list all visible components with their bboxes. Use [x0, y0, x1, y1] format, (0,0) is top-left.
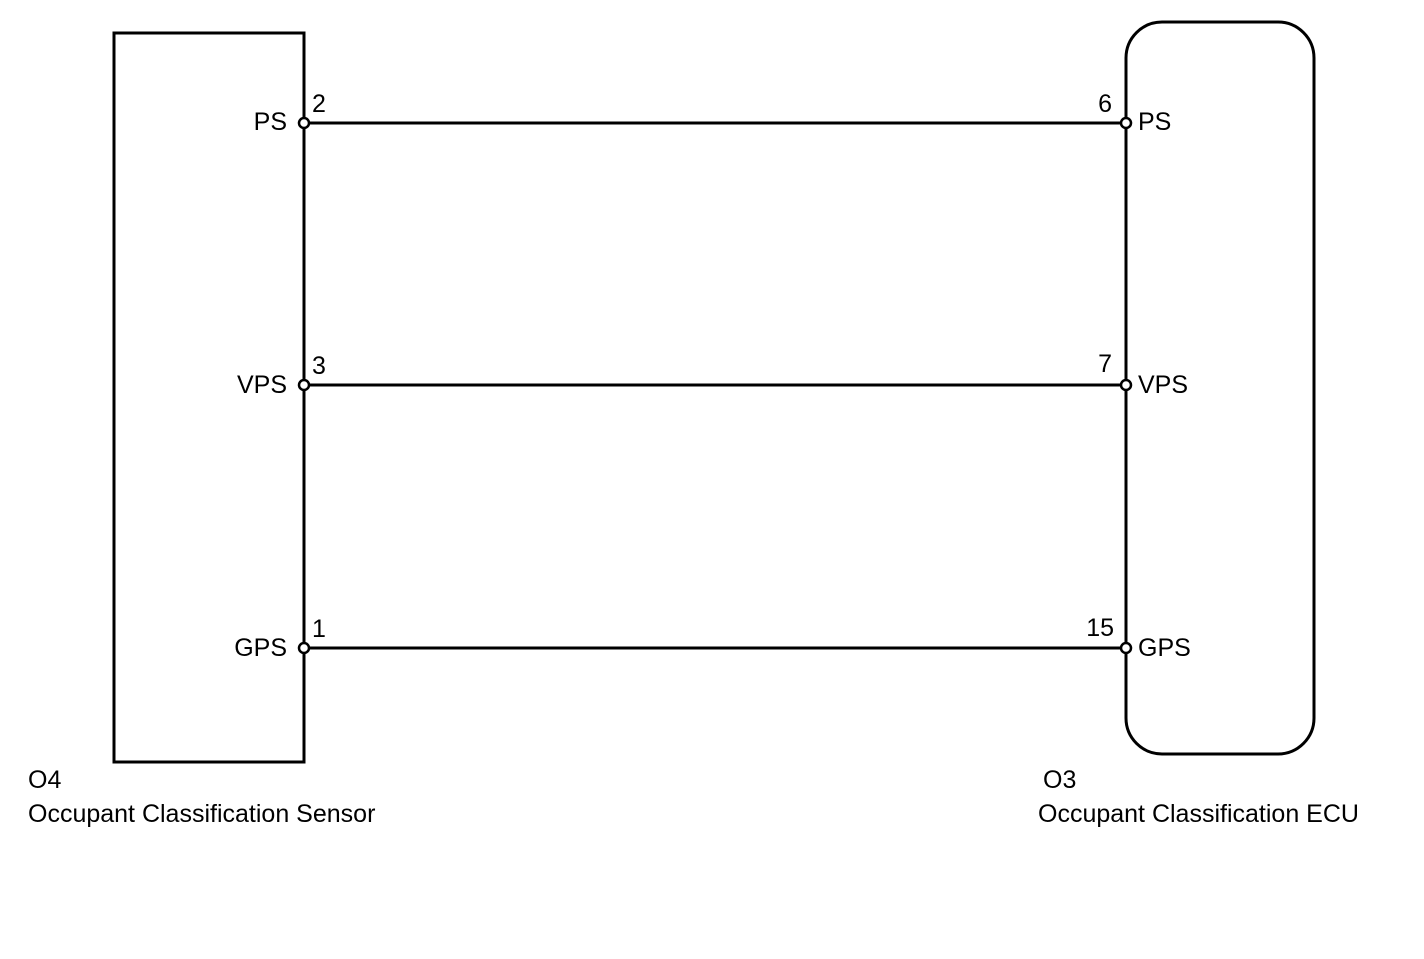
- sensor-pin-number: 1: [312, 615, 326, 643]
- ecu-pin-terminal: [1119, 641, 1133, 655]
- ecu-code: O3: [1043, 766, 1076, 794]
- ecu-pin-terminal: [1119, 116, 1133, 130]
- ecu-name: Occupant Classification ECU: [1038, 800, 1359, 828]
- sensor-signal-label: PS: [254, 108, 287, 136]
- sensor-name: Occupant Classification Sensor: [28, 800, 375, 828]
- ecu-signal-label: GPS: [1138, 634, 1191, 662]
- wire-vps: VPS 3 7 VPS: [237, 350, 1188, 399]
- ecu-signal-label: PS: [1138, 108, 1171, 136]
- ecu-pin-terminal: [1119, 378, 1133, 392]
- ecu-pin-number: 7: [1098, 350, 1112, 378]
- ecu-pin-number: 6: [1098, 90, 1112, 118]
- sensor-pin-terminal: [297, 378, 311, 392]
- sensor-code: O4: [28, 766, 61, 794]
- sensor-signal-label: GPS: [234, 634, 287, 662]
- sensor-box: [112, 31, 306, 764]
- sensor-pin-number: 2: [312, 90, 326, 118]
- sensor-pin-terminal: [297, 641, 311, 655]
- sensor-pin-number: 3: [312, 352, 326, 380]
- wire-ps: PS 2 6 PS: [254, 90, 1172, 136]
- ecu-signal-label: VPS: [1138, 371, 1188, 399]
- ecu-pin-number: 15: [1086, 614, 1114, 642]
- wire-gps: GPS 1 15 GPS: [234, 614, 1191, 662]
- sensor-signal-label: VPS: [237, 371, 287, 399]
- sensor-pin-terminal: [297, 116, 311, 130]
